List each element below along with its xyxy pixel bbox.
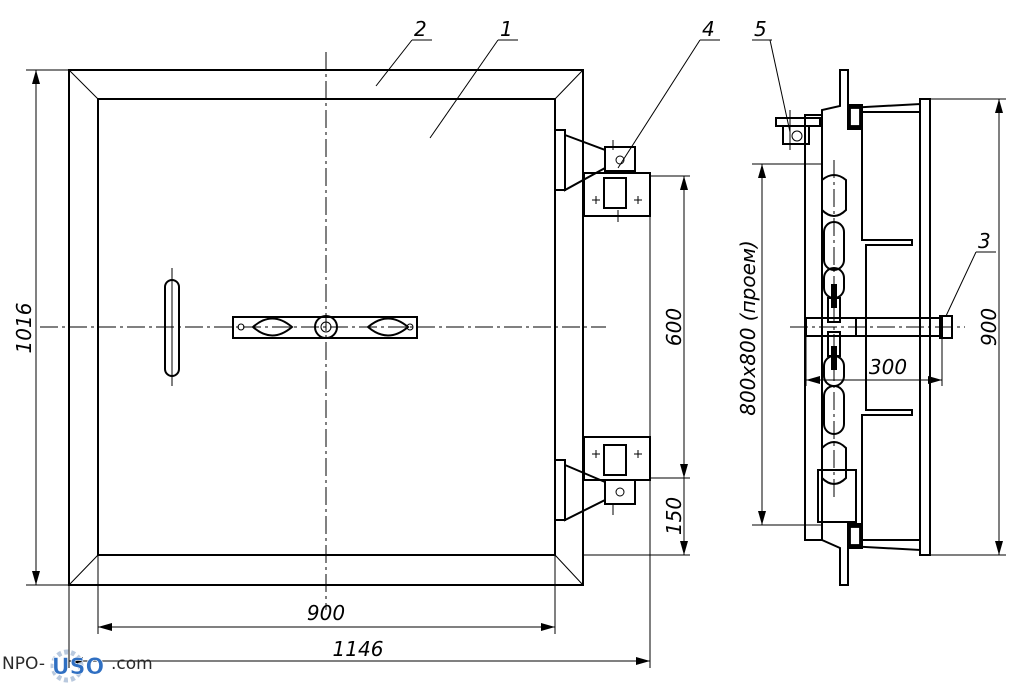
watermark-prefix: NPO- xyxy=(2,654,45,674)
dim-label-opening: 800x800 (проем) xyxy=(736,240,760,416)
dim-overall-width xyxy=(68,216,651,668)
dim-inner-width xyxy=(97,555,556,634)
callout-leaders-front xyxy=(375,39,720,169)
callout-label-3: 3 xyxy=(978,229,991,253)
callout-label-4: 4 xyxy=(702,17,715,41)
watermark-suffix: .com xyxy=(110,654,153,674)
vertical-handle xyxy=(164,268,180,386)
npo-uso-logo: USO xyxy=(50,649,104,683)
upper-hinge xyxy=(554,129,651,222)
dim-label-hinge-offset: 150 xyxy=(662,497,686,535)
lower-hinge xyxy=(554,436,651,522)
dim-label-overall-width: 1146 xyxy=(333,637,384,661)
side-view xyxy=(752,39,1006,586)
front-view xyxy=(26,39,720,668)
dim-side-height xyxy=(930,98,1006,556)
dim-label-overall-height: 1016 xyxy=(12,303,36,354)
locking-rod xyxy=(817,160,857,523)
dim-label-handle-length: 300 xyxy=(869,355,907,379)
logo-letters: USO xyxy=(52,655,104,680)
dim-label-hinge-spacing: 600 xyxy=(662,308,686,346)
dim-label-inner-width: 900 xyxy=(307,601,345,625)
dim-handle-length xyxy=(805,336,943,386)
watermark: NPO- USO .com xyxy=(2,646,153,683)
dim-label-side-height: 900 xyxy=(977,308,1001,346)
handle-shaft xyxy=(790,315,965,339)
callout-leaders-side xyxy=(752,39,996,317)
callout-label-2: 2 xyxy=(414,17,427,41)
dim-hinge-offset xyxy=(584,478,690,556)
callout-label-5: 5 xyxy=(754,17,767,41)
dim-overall-height xyxy=(26,69,69,586)
dim-hinge-spacing xyxy=(650,175,690,479)
callout-label-1: 1 xyxy=(500,17,513,41)
dim-opening xyxy=(752,163,822,526)
lock-bar xyxy=(232,315,418,339)
